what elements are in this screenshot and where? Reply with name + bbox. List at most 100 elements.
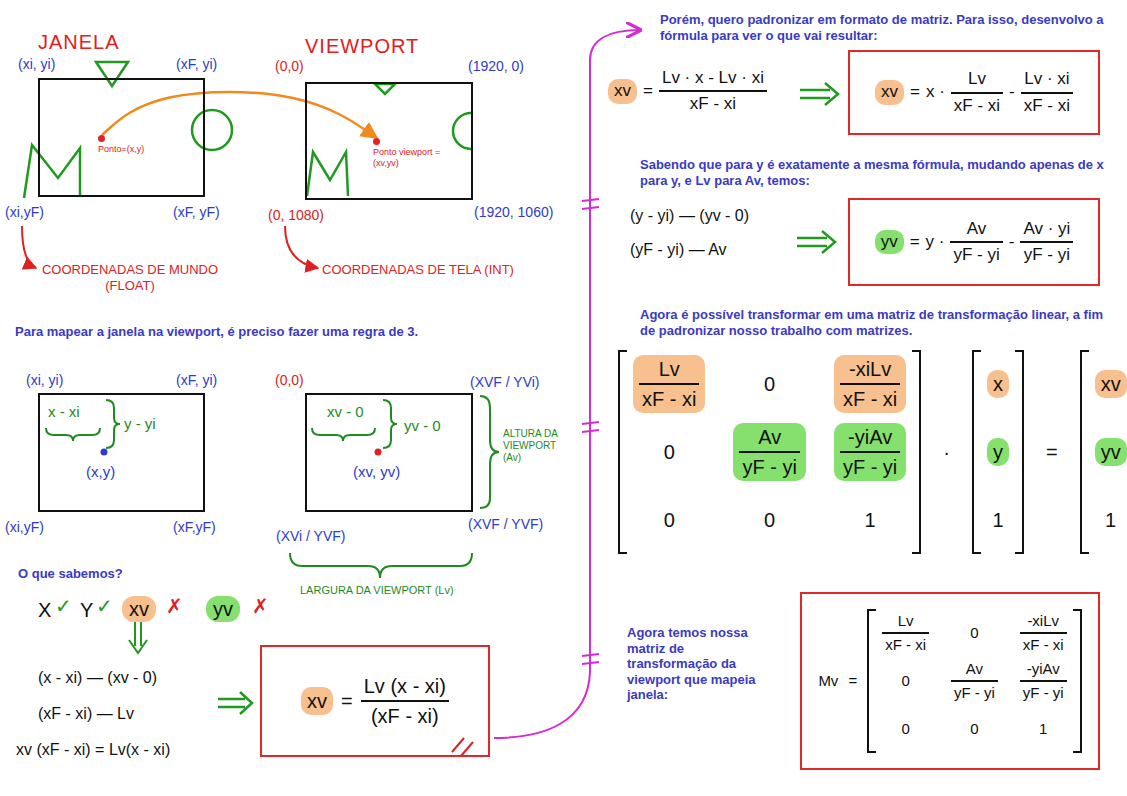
formula-term: 0 — [764, 372, 775, 396]
denominator: xF - xi — [1021, 92, 1073, 116]
formula-term: 0 — [664, 508, 675, 532]
coordinate-label: (xi, yi) — [26, 372, 63, 389]
formula: Mv=LvxF - xi0-xiLvxF - xi0AvyF - yi-yiAv… — [818, 609, 1081, 753]
denominator: xF - xi — [840, 383, 900, 411]
formula-term: 1 — [1105, 508, 1116, 532]
fraction: -yiAvyF - yi — [834, 423, 906, 481]
matrix-bracket — [867, 609, 876, 753]
formula: xv=x ·LvxF - xi-Lv · xixF - xi — [875, 69, 1073, 116]
denominator: xF - xi — [1020, 632, 1067, 654]
variable-label: yv — [206, 596, 240, 622]
numerator: -yiAv — [1020, 660, 1067, 680]
matrix-cell: -xiLvxF - xi — [1020, 612, 1067, 654]
numerator: Av — [951, 660, 998, 680]
matrix-grid: xvyv1 — [1089, 350, 1127, 554]
matrix-grid: LvxF - xi0-xiLvxF - xi0AvyF - yi-yiAvyF … — [627, 350, 912, 554]
denominator: yF - yi — [950, 241, 1002, 265]
matrix-cell: 0 — [901, 720, 909, 738]
point-label: (x,y) — [86, 463, 115, 481]
caption-arrow — [285, 226, 318, 268]
matrix-cell: AvyF - yi — [733, 423, 805, 481]
point-label: (xv, yv) — [353, 463, 400, 481]
coordinate-label: (1920, 0) — [468, 58, 524, 75]
point-marker — [101, 449, 108, 456]
matrix-bracket — [1073, 609, 1082, 753]
formula-term: 0 — [970, 720, 978, 738]
numerator: Av — [739, 425, 799, 451]
formula-term: 0 — [901, 672, 909, 690]
height-brace — [480, 396, 499, 508]
coordinate-label: (0,0) — [275, 372, 304, 389]
viewport-rect: xv - 0yv - 0(xv, yv) — [305, 393, 473, 512]
coordinate-label: (xi, yi) — [18, 56, 55, 73]
brace — [312, 428, 375, 441]
fraction: LvxF - xi — [951, 69, 1003, 116]
window-rect: x - xiy - yi(x,y) — [38, 393, 205, 512]
formula-term: - — [1009, 82, 1015, 102]
numerator: Lv (x - xi) — [361, 674, 449, 700]
point-label: Ponto=(x,y) — [98, 144, 144, 155]
brace — [46, 428, 100, 441]
caption-note: COORDENADAS DE TELA (INT) — [318, 262, 518, 278]
cross-mark: ✗ — [166, 594, 183, 618]
point-marker — [375, 449, 382, 456]
formula-group: xv=Lv · x - Lv · xixF - xi — [608, 68, 767, 115]
formula-term: x — [987, 370, 1009, 398]
matrix: LvxF - xi0-xiLvxF - xi0AvyF - yi-yiAvyF … — [618, 350, 921, 554]
hatch-mark — [452, 738, 473, 756]
matrix-cell: 0 — [664, 440, 675, 464]
formula-term: 0 — [901, 720, 909, 738]
variable-label: X — [38, 598, 51, 622]
variable-label: Y — [80, 598, 93, 622]
fraction: AvyF - yi — [951, 660, 998, 702]
cross-mark: ✗ — [252, 594, 269, 618]
instruction-text: Sabendo que para y é exatamente a mesma … — [640, 157, 1110, 188]
matrix-cell: 1 — [865, 508, 876, 532]
matrix-cell: 1 — [1105, 508, 1116, 532]
formula-term: x · — [926, 82, 945, 102]
numerator: -yiAv — [840, 425, 900, 451]
m-shape — [24, 145, 80, 198]
circle-shape — [192, 110, 232, 150]
matrix-cell: LvxF - xi — [882, 612, 929, 654]
formula-term: = — [1046, 440, 1058, 464]
coordinate-label: (0, 1080) — [268, 207, 324, 224]
formula-term: y — [987, 438, 1009, 466]
matrix-cell: 0 — [664, 508, 675, 532]
matrix-cell: -yiAvyF - yi — [1020, 660, 1067, 702]
fraction: LvxF - xi — [882, 612, 929, 654]
matrix-cell: y — [987, 438, 1009, 466]
formula-group: LvxF - xi0-xiLvxF - xi0AvyF - yi-yiAvyF … — [618, 350, 1127, 554]
matrix-grid: xy1 — [981, 350, 1015, 554]
fraction: Lv · x - Lv · xixF - xi — [659, 68, 767, 115]
matrix-grid: LvxF - xi0-xiLvxF - xi0AvyF - yi-yiAvyF … — [876, 609, 1072, 753]
coordinate-label: (0,0) — [275, 58, 304, 75]
formula-term: xv — [875, 80, 904, 104]
numerator: Av — [950, 219, 1002, 241]
equation-line: (xF - xi) — Lv — [38, 704, 134, 723]
coordinate-label: (xF,yF) — [173, 519, 216, 536]
formula-box: xv=x ·LvxF - xi-Lv · xixF - xi — [848, 50, 1100, 135]
point-label: Ponto viewport = (xv,yv) — [373, 147, 465, 169]
numerator: Lv — [882, 612, 929, 632]
coordinate-label: (xF, yF) — [173, 204, 220, 221]
denominator: xF - xi — [951, 92, 1003, 116]
m-shape — [307, 152, 348, 196]
distance-label: yv - 0 — [404, 417, 441, 435]
check-mark: ✓ — [55, 594, 72, 618]
formula-term: xv — [301, 687, 333, 715]
connector-arrow — [102, 92, 377, 138]
formula: LvxF - xi0-xiLvxF - xi0AvyF - yi-yiAvyF … — [618, 350, 1127, 554]
numerator: Lv — [951, 69, 1003, 91]
formula: xv=Lv (x - xi)(xF - xi) — [301, 674, 449, 728]
formula-term: 0 — [970, 624, 978, 642]
denominator: xF - xi — [659, 90, 767, 114]
point-marker — [373, 138, 380, 145]
instruction-text: Agora temos nossa matriz de transformaçã… — [627, 625, 757, 703]
matrix-cell: AvyF - yi — [951, 660, 998, 702]
denominator: yF - yi — [840, 451, 900, 479]
formula-term: Mv — [818, 672, 838, 690]
matrix-bracket — [618, 350, 627, 554]
